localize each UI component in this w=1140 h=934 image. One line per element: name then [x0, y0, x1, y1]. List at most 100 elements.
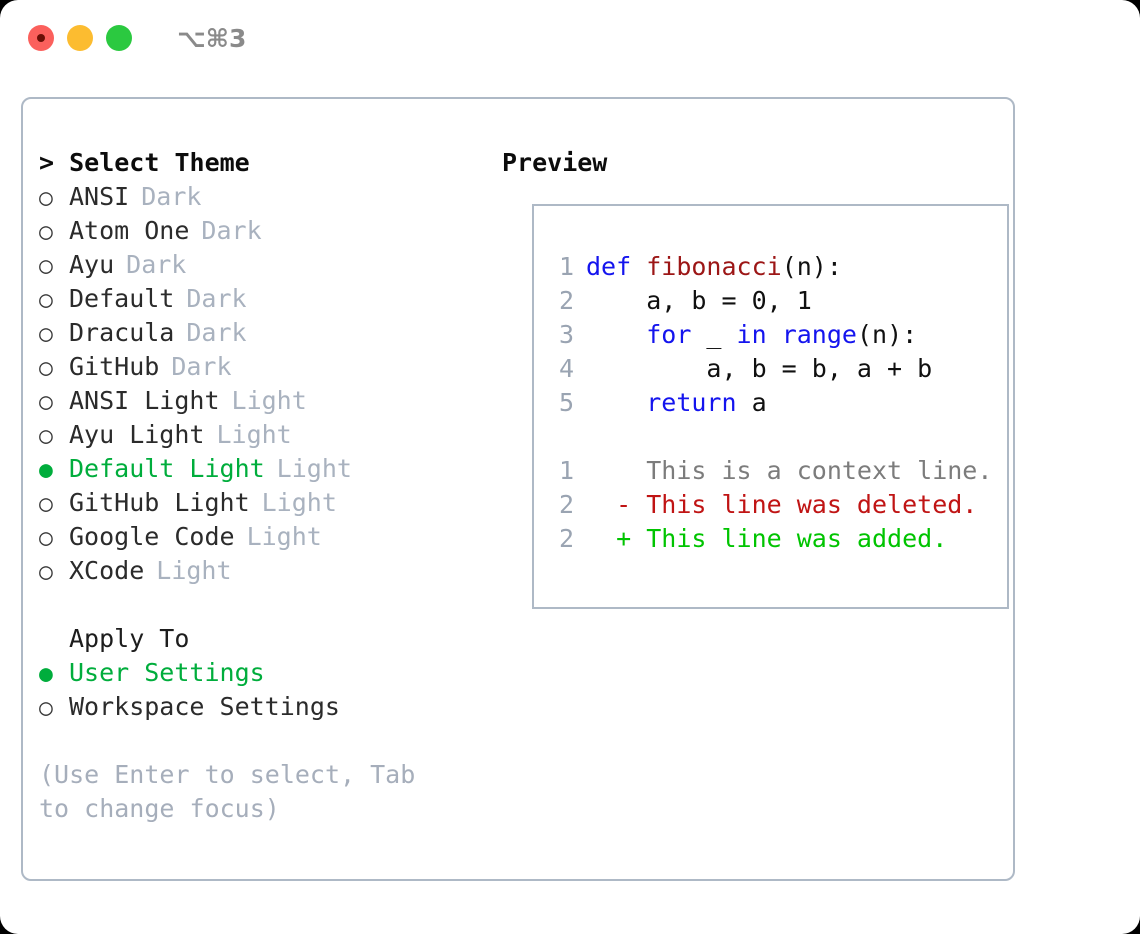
line-number: 1 [558, 456, 574, 485]
theme-option-label: Ayu [69, 250, 115, 279]
theme-option-label: ANSI Light [69, 386, 220, 415]
radio-unselected-icon: ○ [39, 321, 53, 347]
apply-to-option-label: User Settings [69, 658, 265, 687]
line-number: 2 [558, 286, 574, 315]
code-token [586, 388, 646, 417]
radio-unselected-icon: ○ [39, 559, 53, 585]
theme-option-label: Default [69, 284, 175, 313]
diff-text: This line was deleted. [646, 490, 978, 519]
code-token: _ [691, 320, 737, 349]
code-line: 2 a, b = 0, 1 [546, 284, 992, 318]
diff-marker [586, 456, 646, 485]
line-number: 4 [558, 354, 574, 383]
close-button[interactable] [28, 25, 54, 51]
theme-option-tag: Light [261, 488, 337, 517]
code-token: def [586, 252, 647, 281]
line-number: 2 [558, 524, 574, 553]
maximize-button[interactable] [106, 25, 132, 51]
code-token: range [781, 320, 857, 349]
theme-option-tag: Light [216, 420, 292, 449]
theme-option-github-light[interactable]: ○ GitHub Light Light [39, 486, 489, 520]
theme-option-label: GitHub [69, 352, 160, 381]
theme-option-tag: Dark [186, 284, 247, 313]
code-token: a, b = b, a + b [586, 354, 933, 383]
keyboard-shortcut-label: ⌥⌘3 [177, 23, 247, 53]
diff-line: 2 + This line was added. [546, 522, 992, 556]
radio-selected-icon: ● [39, 457, 53, 483]
theme-option-label: Dracula [69, 318, 175, 347]
diff-line: 2 - This line was deleted. [546, 488, 992, 522]
radio-selected-icon: ● [39, 661, 53, 687]
theme-option-tag: Light [156, 556, 232, 585]
radio-unselected-icon: ○ [39, 389, 53, 415]
radio-unselected-icon: ○ [39, 287, 53, 313]
theme-option-tag: Dark [141, 182, 202, 211]
theme-option-tag: Light [246, 522, 322, 551]
theme-option-xcode[interactable]: ○ XCode Light [39, 554, 489, 588]
radio-unselected-icon: ○ [39, 185, 53, 211]
preview-header: Preview [502, 148, 608, 177]
minimize-button[interactable] [67, 25, 93, 51]
theme-option-tag: Light [276, 454, 352, 483]
radio-unselected-icon: ○ [39, 423, 53, 449]
theme-option-label: XCode [69, 556, 145, 585]
list-spacer [39, 588, 489, 622]
theme-option-label: GitHub Light [69, 488, 250, 517]
theme-option-label: Google Code [69, 522, 235, 551]
theme-option-tag: Dark [201, 216, 262, 245]
theme-option-tag: Dark [186, 318, 247, 347]
radio-unselected-icon: ○ [39, 695, 53, 721]
theme-option-ansi[interactable]: ○ ANSI Dark [39, 180, 489, 214]
diff-text: This line was added. [646, 524, 948, 553]
theme-option-default[interactable]: ○ Default Dark [39, 282, 489, 316]
theme-option-ayu[interactable]: ○ Ayu Dark [39, 248, 489, 282]
diff-text: This is a context line. [646, 456, 993, 485]
code-line: 4 a, b = b, a + b [546, 352, 992, 386]
line-number: 2 [558, 490, 574, 519]
theme-option-tag: Dark [171, 352, 232, 381]
apply-to-option-label: Workspace Settings [69, 692, 340, 721]
theme-option-github[interactable]: ○ GitHub Dark [39, 350, 489, 384]
code-token: return [646, 388, 737, 417]
code-token: (n): [781, 252, 842, 281]
theme-option-label: Default Light [69, 454, 265, 483]
apply-to-option-workspace-settings[interactable]: ○ Workspace Settings [39, 690, 489, 724]
keyboard-hint-text: (Use Enter to select, Tab to change focu… [39, 760, 431, 823]
window-controls [28, 25, 132, 51]
diff-marker: + [586, 524, 647, 553]
apply-to-header: Apply To [69, 624, 190, 653]
code-diff-separator [546, 420, 992, 454]
theme-option-default-light[interactable]: ● Default Light Light [39, 452, 489, 486]
theme-option-label: Atom One [69, 216, 190, 245]
apply-to-option-user-settings[interactable]: ● User Settings [39, 656, 489, 690]
radio-unselected-icon: ○ [39, 253, 53, 279]
title-bar: ⌥⌘3 [0, 0, 1140, 76]
code-token [586, 320, 646, 349]
apply-to-list[interactable]: ● User Settings ○ Workspace Settings [39, 656, 489, 724]
theme-option-label: Ayu Light [69, 420, 205, 449]
radio-unselected-icon: ○ [39, 491, 53, 517]
radio-unselected-icon: ○ [39, 525, 53, 551]
line-number: 1 [558, 252, 574, 281]
theme-option-dracula[interactable]: ○ Dracula Dark [39, 316, 489, 350]
radio-unselected-icon: ○ [39, 355, 53, 381]
code-token: (n): [856, 320, 918, 349]
line-number: 5 [558, 388, 574, 417]
code-token: in [736, 320, 767, 349]
theme-option-ayu-light[interactable]: ○ Ayu Light Light [39, 418, 489, 452]
theme-option-google-code[interactable]: ○ Google Code Light [39, 520, 489, 554]
theme-option-label: ANSI [69, 182, 130, 211]
diff-marker: - [586, 490, 647, 519]
theme-option-tag: Dark [126, 250, 187, 279]
code-token: for [646, 320, 692, 349]
diff-line: 1 This is a context line. [546, 454, 992, 488]
code-line: 3 for _ in range(n): [546, 318, 992, 352]
